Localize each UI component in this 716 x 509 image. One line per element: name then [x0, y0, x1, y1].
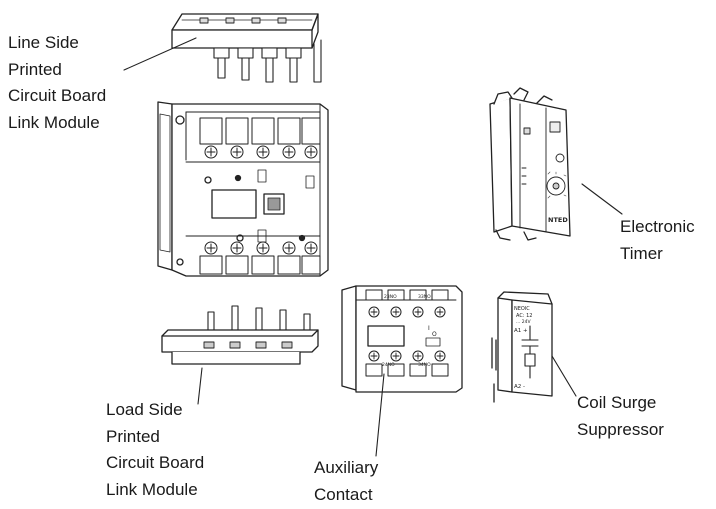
aux-mark-bottom-right: 34NO	[418, 362, 431, 368]
auxiliary-contact-block	[341, 285, 463, 393]
leader-lines	[123, 37, 623, 457]
electronic-timer-label: Electronic Timer	[620, 217, 695, 263]
load-side-link-module	[161, 305, 319, 365]
timer-brand: NTED	[548, 216, 568, 224]
aux-mark-i: I	[428, 325, 430, 332]
aux-mark-top-right: 33NO	[418, 294, 431, 300]
coil-brand: NEOIC	[514, 306, 530, 312]
coil-a1: A1 +	[514, 328, 528, 334]
auxiliary-contact-label: Auxiliary Contact	[314, 458, 379, 504]
load-side-link-module-label: Load Side Printed Circuit Board Link Mod…	[106, 400, 205, 499]
line-side-link-module	[171, 13, 322, 83]
contactor-body	[157, 101, 329, 277]
aux-mark-bottom-left: 24NO	[382, 362, 395, 368]
electronic-timer	[489, 87, 571, 241]
coil-ac: AC: 12	[516, 313, 532, 319]
coil-a2: A2 -	[514, 384, 525, 390]
coil-v: ... 24V	[516, 319, 531, 325]
coil-surge-suppressor	[491, 291, 553, 403]
line-side-link-module-label: Line Side Printed Circuit Board Link Mod…	[8, 33, 107, 132]
aux-mark-o: O	[432, 331, 437, 338]
aux-mark-top-left: 23NO	[384, 294, 397, 300]
coil-surge-suppressor-label: Coil Surge Suppressor	[577, 393, 664, 439]
